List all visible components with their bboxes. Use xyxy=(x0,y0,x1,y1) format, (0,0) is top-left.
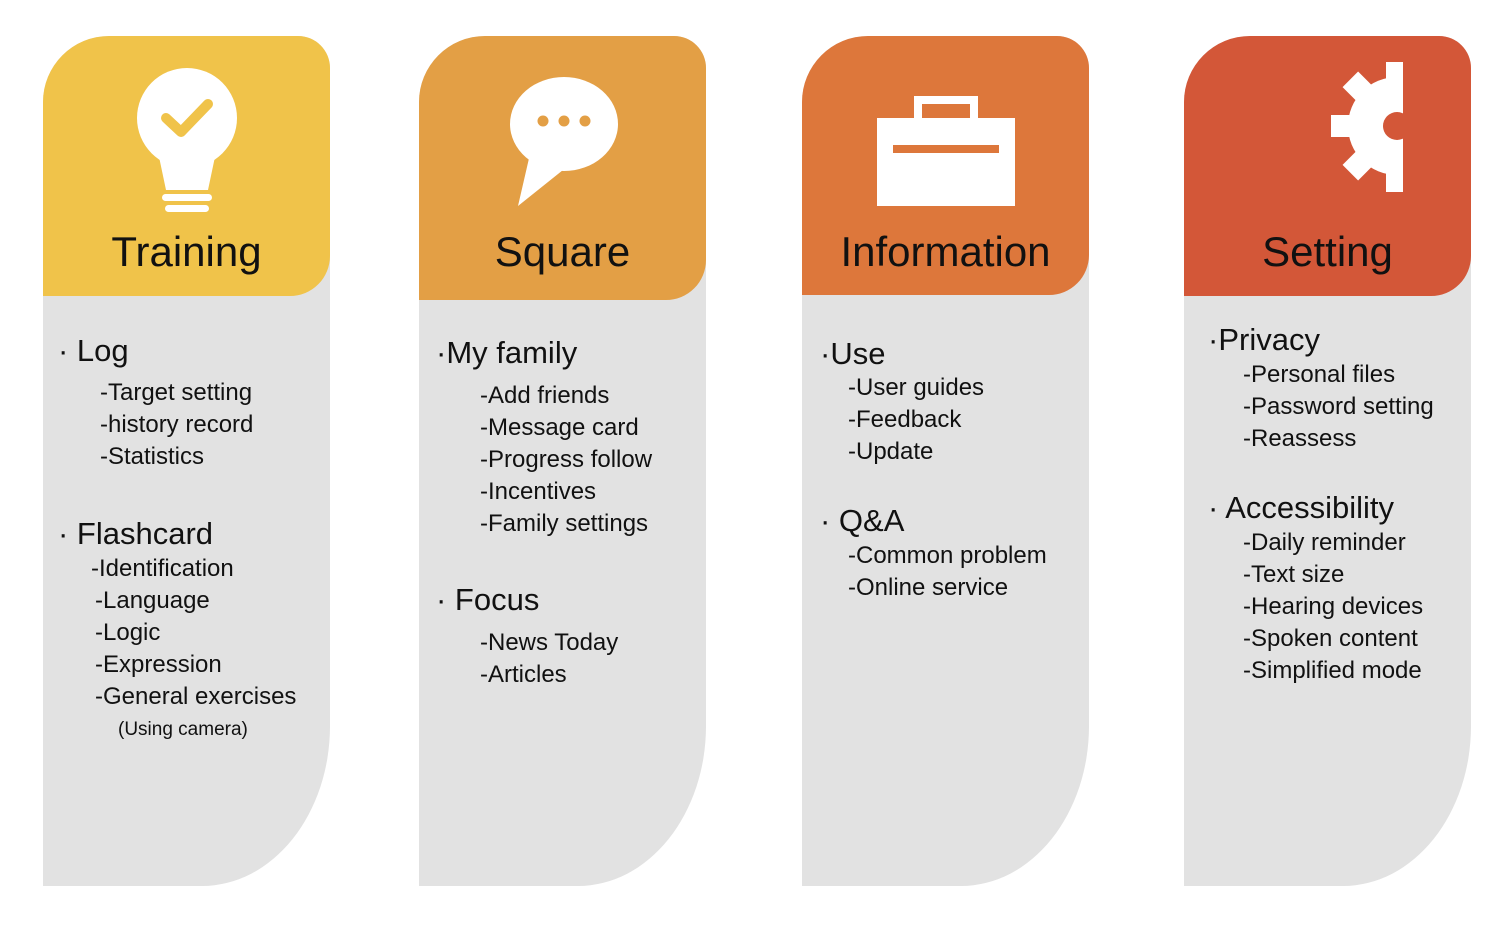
list-item: -Update xyxy=(848,438,934,465)
panel-header: Information xyxy=(802,36,1089,295)
list-item: -Expression xyxy=(95,651,222,678)
list-item: -Logic xyxy=(95,619,161,646)
list-item: -Common problem xyxy=(848,542,1047,569)
list-item: -Hearing devices xyxy=(1243,593,1424,620)
lightbulb-check-icon xyxy=(112,62,262,212)
list-item: -General exercises xyxy=(95,683,297,710)
panel-title: Training xyxy=(111,228,262,275)
section-title-accessibility: · Accessibility xyxy=(1208,490,1395,525)
list-item: -Articles xyxy=(480,661,567,688)
list-item: -Simplified mode xyxy=(1243,657,1422,684)
list-item: -Password setting xyxy=(1243,393,1434,420)
list-item: -Spoken content xyxy=(1243,625,1418,652)
list-item: -Text size xyxy=(1243,561,1345,588)
panel-header: Square xyxy=(419,36,706,300)
list-item: -Statistics xyxy=(100,443,205,470)
list-item: -Personal files xyxy=(1243,361,1396,388)
list-item: -Daily reminder xyxy=(1243,529,1406,556)
section-title-qa: · Q&A xyxy=(820,503,905,538)
note-using-camera: (Using camera) xyxy=(118,719,248,740)
list-item: -Language xyxy=(95,587,210,614)
list-item: -User guides xyxy=(848,374,985,401)
list-item: -Family settings xyxy=(480,510,649,537)
list-item: -history record xyxy=(100,411,254,438)
panel-square: Square ·My family -Add friends -Message … xyxy=(419,36,706,886)
list-item: -Online service xyxy=(848,574,1009,601)
panel-header: Training xyxy=(43,36,330,296)
list-item: -Message card xyxy=(480,414,639,441)
chat-bubble-icon xyxy=(488,62,638,212)
section-title-use: ·Use xyxy=(820,336,886,371)
panel-setting: Setting ·Privacy -Personal files -Passwo… xyxy=(1184,36,1471,886)
section-title-flashcard: · Flashcard xyxy=(58,516,214,551)
panel-title: Information xyxy=(840,228,1051,275)
list-item: -Target setting xyxy=(100,379,253,406)
list-item: -Reassess xyxy=(1243,425,1357,452)
list-item: -Add friends xyxy=(480,382,610,409)
briefcase-icon xyxy=(871,62,1021,212)
list-item: -Identification xyxy=(91,555,234,582)
gear-icon xyxy=(1253,62,1403,212)
section-title-my-family: ·My family xyxy=(436,335,578,370)
section-title-log: · Log xyxy=(58,333,129,368)
list-item: -Feedback xyxy=(848,406,962,433)
section-title-focus: · Focus xyxy=(436,582,540,617)
panel-information: Information ·Use -User guides -Feedback … xyxy=(802,36,1089,886)
panel-header: Setting xyxy=(1184,36,1471,296)
panel-title: Square xyxy=(494,228,631,275)
panel-title: Setting xyxy=(1262,228,1393,275)
list-item: -News Today xyxy=(480,629,619,656)
section-title-privacy: ·Privacy xyxy=(1208,322,1320,357)
list-item: -Incentives xyxy=(480,478,597,505)
panel-training: Training · Log -Target setting -history … xyxy=(43,36,330,886)
list-item: -Progress follow xyxy=(480,446,653,473)
